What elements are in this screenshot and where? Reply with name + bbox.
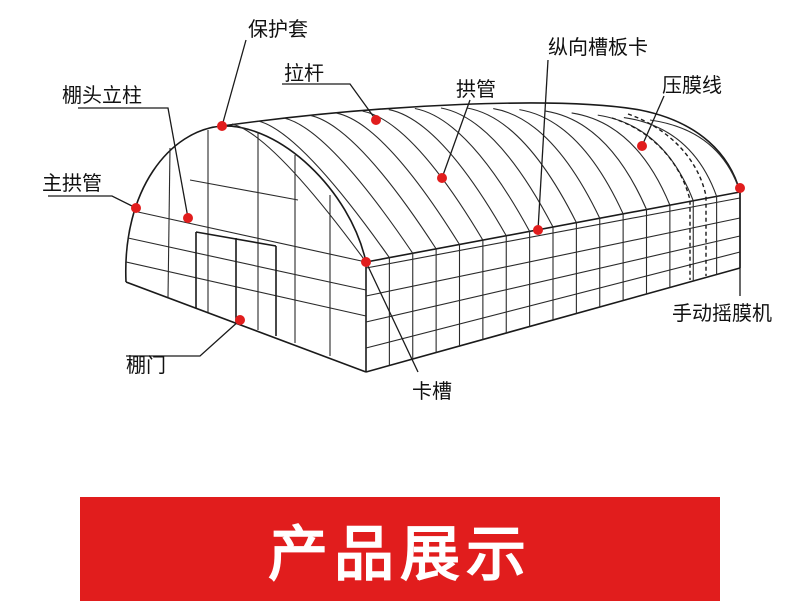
arch-tube (414, 107, 531, 232)
arch-tube (310, 114, 437, 250)
label-clip-slot: 卡槽 (412, 379, 452, 403)
greenhouse-diagram: 保护套 拉杆 拱管 纵向槽板卡 压膜线 棚头立柱 主拱管 手动摇膜机 棚门 卡槽 (42, 17, 772, 403)
press-film-line-2 (627, 113, 707, 276)
label-longitudinal-clip: 纵向槽板卡 (548, 35, 648, 59)
arch-tube (649, 119, 741, 193)
marker-dot (533, 225, 543, 235)
marker-dot (183, 213, 193, 223)
arch-tube (362, 110, 484, 241)
label-greenhouse-door: 棚门 (126, 353, 166, 377)
arch-tube (284, 117, 414, 254)
marker-dot (371, 115, 381, 125)
marker-dot (437, 173, 447, 183)
arch-tube (623, 116, 718, 197)
markers (131, 115, 745, 325)
marker-dot (637, 141, 647, 151)
arch-tube (388, 109, 507, 237)
marker-dot (361, 257, 371, 267)
arch-tube (336, 112, 460, 245)
arch-tube (440, 107, 554, 228)
arch-tube (231, 123, 367, 263)
arch-tube (467, 107, 577, 223)
banner-title: 产品展示 (268, 519, 532, 590)
arch-tube (571, 112, 671, 206)
press-film-line (611, 117, 691, 280)
arch-tube (545, 110, 648, 210)
leader-lines (48, 39, 741, 373)
label-film-roller: 手动摇膜机 (672, 301, 772, 325)
arch-tube (257, 120, 390, 258)
marker-dot (735, 183, 745, 193)
label-main-arch: 主拱管 (42, 171, 102, 195)
label-tie-rod: 拉杆 (284, 61, 324, 85)
marker-dot (131, 203, 141, 213)
label-protective-sleeve: 保护套 (248, 17, 308, 41)
arch-tube (493, 108, 601, 219)
label-arch-tube: 拱管 (456, 77, 496, 101)
marker-dot (235, 315, 245, 325)
product-banner: 产品展示 (80, 497, 720, 601)
greenhouse-structure (125, 102, 741, 373)
arch-tube (519, 109, 624, 215)
marker-dot (217, 121, 227, 131)
arch-tubes (231, 107, 741, 263)
label-end-post: 棚头立柱 (62, 83, 142, 107)
label-press-film-line: 压膜线 (662, 73, 722, 97)
